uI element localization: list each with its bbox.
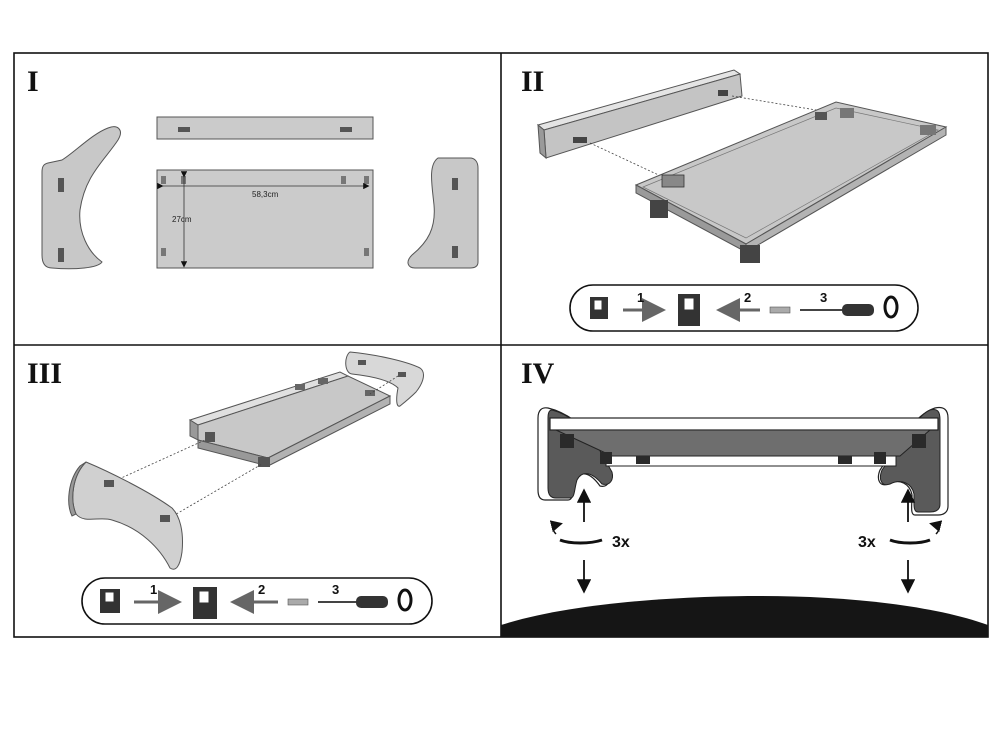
shelf-board: 58,3cm 27cm: [156, 169, 374, 269]
left-side-panel-perspective: [68, 461, 183, 570]
rotate-icon: [883, 295, 899, 319]
panel-step-1: I 58,3cm 27cm: [27, 65, 479, 270]
fastener-sequence: 1 2 3: [569, 284, 919, 332]
shelf-assembled: [549, 417, 939, 467]
shelf-assembly-perspective: [188, 371, 392, 467]
mounting-surface: [501, 596, 988, 637]
screwdriver-icon: [318, 596, 388, 608]
fastener-sequence: 1 2 3: [81, 577, 433, 625]
height-dimension: 27cm: [172, 215, 192, 224]
rotate-icon: [397, 588, 413, 612]
shelf-board-perspective: [634, 101, 948, 263]
left-side-panel: [41, 126, 121, 270]
screw-count-left: 3x: [612, 534, 630, 551]
back-board-perspective: [536, 69, 743, 160]
cam-lock-icon: [590, 297, 608, 319]
step-number: II: [521, 65, 544, 98]
dowel-icon: [287, 598, 309, 606]
cam-lock-icon: [100, 589, 120, 613]
back-board: [156, 116, 374, 140]
sequence-label: 3: [332, 582, 339, 597]
step-number: III: [27, 357, 62, 390]
screwdriver-icon: [800, 304, 874, 316]
rotate-icon: [889, 520, 943, 545]
sequence-label: 2: [744, 290, 751, 305]
step-number: IV: [521, 357, 555, 390]
right-side-panel: [407, 157, 479, 269]
screw-count-right: 3x: [858, 534, 876, 551]
sequence-label: 2: [258, 582, 265, 597]
panel-step-2: II: [521, 65, 948, 332]
panel-step-3: III: [27, 351, 433, 625]
dowel-icon: [769, 306, 791, 314]
right-side-panel-perspective: [345, 351, 424, 407]
cam-lock-icon: [678, 294, 700, 326]
panel-step-4: IV 3x: [501, 357, 988, 637]
width-dimension: 58,3cm: [252, 190, 279, 199]
step-number: I: [27, 65, 39, 98]
sequence-label: 3: [820, 290, 827, 305]
sequence-label: 1: [150, 582, 157, 597]
sequence-label: 1: [637, 290, 644, 305]
cam-lock-icon: [193, 587, 217, 619]
rotate-icon: [549, 520, 603, 545]
